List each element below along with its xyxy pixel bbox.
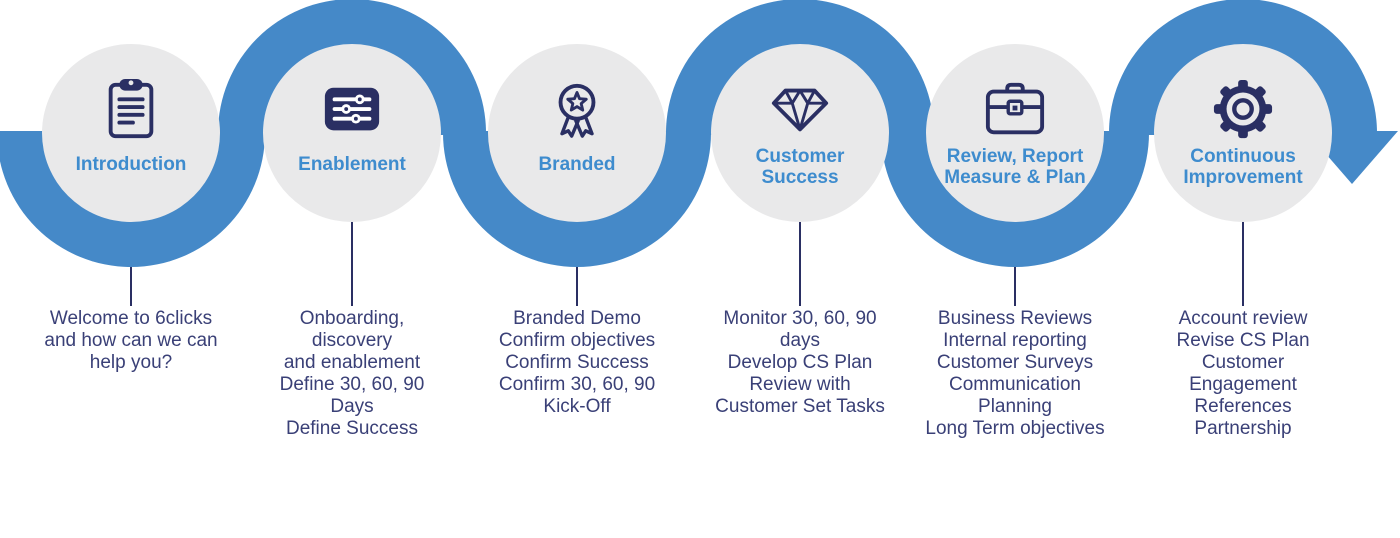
award-medal-icon	[558, 83, 596, 138]
step-circle: Branded	[488, 44, 666, 222]
step-circle: Enablement	[263, 44, 441, 222]
step-enablement: Enablement	[263, 44, 441, 222]
sliders-icon	[324, 87, 380, 131]
step-continuous-improvement: Continuous Improvement	[1154, 44, 1332, 222]
step-details: Welcome to 6clicks and how can we can he…	[44, 308, 218, 373]
step-circle: Review, Report Measure & Plan	[926, 44, 1104, 222]
step-label: Introduction	[75, 154, 187, 175]
step-details: Account review Revise CS Plan Customer E…	[1176, 308, 1310, 439]
step-label: Continuous Improvement	[1183, 146, 1303, 188]
step-introduction: Introduction	[42, 44, 220, 222]
step-details: Onboarding, discovery and enablement Def…	[279, 308, 425, 439]
clipboard-icon	[108, 78, 154, 139]
gear-icon	[1213, 79, 1273, 139]
step-label: Enablement	[298, 154, 406, 175]
step-label: Customer Success	[755, 146, 845, 188]
step-details: Branded Demo Confirm objectives Confirm …	[498, 308, 656, 417]
diamond-icon	[771, 88, 829, 132]
step-customer-success: Customer Success	[711, 44, 889, 222]
step-circle: Continuous Improvement	[1154, 44, 1332, 222]
step-label: Branded	[538, 154, 616, 175]
step-branded: Branded	[488, 44, 666, 222]
step-details: Monitor 30, 60, 90 days Develop CS Plan …	[715, 308, 885, 417]
step-circle: Introduction	[42, 44, 220, 222]
briefcase-icon	[985, 82, 1045, 135]
step-details: Business Reviews Internal reporting Cust…	[925, 308, 1105, 439]
step-review-report: Review, Report Measure & Plan	[926, 44, 1104, 222]
step-label: Review, Report Measure & Plan	[944, 146, 1086, 188]
step-circle: Customer Success	[711, 44, 889, 222]
